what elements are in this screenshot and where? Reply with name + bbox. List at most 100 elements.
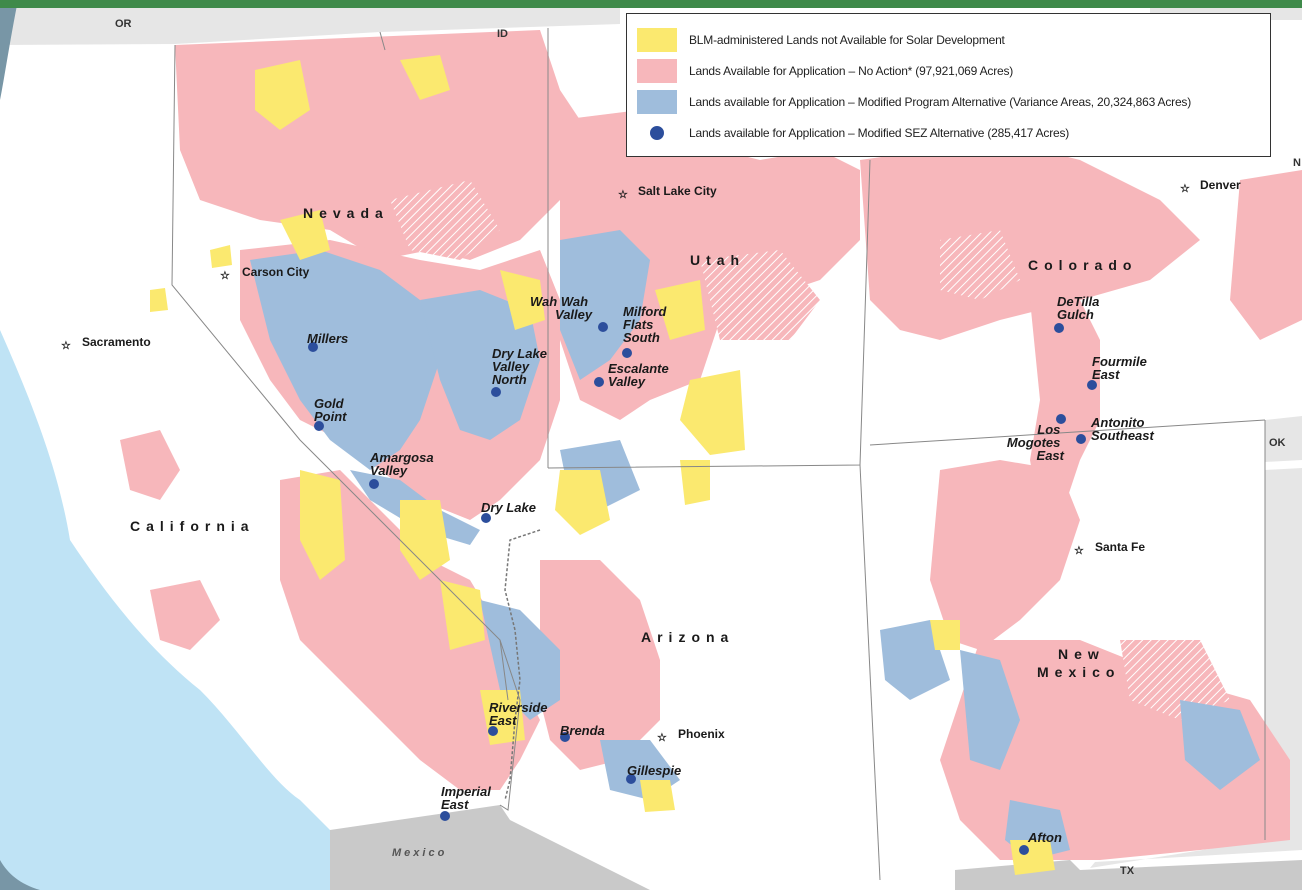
sez-label-line: Valley — [608, 374, 646, 389]
sez-label-gold-point: Gold Point — [314, 396, 347, 424]
sez-dot-gillespie — [626, 774, 636, 784]
city-label: Phoenix — [678, 727, 725, 741]
sez-dot-brenda — [560, 732, 570, 742]
legend-dot-wrap — [637, 121, 677, 145]
sez-label-line: Flats — [623, 317, 653, 332]
sez-label-dry-lake-north: Dry Lake Valley North — [492, 346, 551, 387]
sez-label-millers: Millers — [307, 331, 348, 346]
label-id: ID — [497, 28, 508, 40]
oregon-idaho-strip — [0, 8, 1302, 45]
sez-label-line: Amargosa — [369, 450, 434, 465]
city-label: Sacramento — [82, 335, 151, 349]
star-icon: ☆ — [220, 270, 230, 282]
sez-dot-dry-lake — [481, 513, 491, 523]
pacific-ocean — [0, 330, 340, 890]
sez-dot-amargosa — [369, 479, 379, 489]
sez-label-line: Valley — [555, 307, 593, 322]
sez-label-milford: Milford Flats South — [623, 304, 670, 345]
not-available-lands — [150, 55, 1055, 875]
sez-dot-los-mogotes — [1056, 414, 1066, 424]
sez-label-line: Imperial — [441, 784, 491, 799]
state-nevada: Nevada — [303, 205, 389, 221]
sez-label-gillespie: Gillespie — [627, 763, 681, 778]
sez-dot-imperial — [440, 811, 450, 821]
hatched-lands — [390, 180, 1230, 720]
star-icon: ☆ — [1074, 545, 1084, 557]
sez-label-line: Gold — [314, 396, 345, 411]
sez-label-line: South — [623, 330, 660, 345]
sez-label-line: Escalante — [608, 361, 669, 376]
sez-label-line: East — [1092, 367, 1120, 382]
sez-label-amargosa: Amargosa Valley — [369, 450, 437, 478]
state-borders — [171, 28, 1266, 881]
sez-label-line: Fourmile — [1092, 354, 1147, 369]
sez-label-escalante: Escalante Valley — [608, 361, 672, 389]
city-phoenix: ☆ Phoenix — [657, 727, 725, 744]
city-label: Salt Lake City — [638, 184, 717, 198]
sez-label-line: DeTilla — [1057, 294, 1099, 309]
sez-dot-gold-point — [314, 421, 324, 431]
legend-item-sez: Lands available for Application – Modifi… — [637, 117, 1270, 148]
sez-label-dry-lake: Dry Lake — [481, 500, 536, 515]
legend-item-no-action: Lands Available for Application – No Act… — [637, 55, 1270, 86]
legend-item-program-alt: Lands available for Application – Modifi… — [637, 86, 1270, 117]
legend-swatch-blue — [637, 89, 677, 114]
legend-dot-icon — [650, 125, 664, 140]
sez-label-line: Southeast — [1091, 428, 1155, 443]
sez-label-antonito: Antonito Southeast — [1090, 415, 1155, 443]
left-frame-bottom — [0, 860, 40, 890]
state-california: California — [130, 518, 255, 534]
state-colorado: Colorado — [1028, 257, 1137, 273]
label-mexico: Mexico — [392, 847, 447, 859]
sez-label-riverside: Riverside East — [489, 700, 551, 728]
top-green-bar — [0, 0, 1302, 8]
city-denver: ☆ Denver — [1180, 178, 1241, 195]
star-icon: ☆ — [1180, 183, 1190, 195]
sez-label-line: Gulch — [1057, 307, 1094, 322]
state-arizona: Arizona — [641, 629, 734, 645]
sez-dot-milford — [622, 348, 632, 358]
star-icon: ☆ — [61, 340, 71, 352]
star-icon: ☆ — [618, 189, 628, 201]
city-carson: ☆ Carson City — [220, 265, 310, 282]
sez-label-line: Riverside — [489, 700, 548, 715]
sez-dot-antonito — [1076, 434, 1086, 444]
sez-label-brenda: Brenda — [560, 723, 605, 738]
sez-label-los-mogotes: Los Mogotes East — [1007, 422, 1065, 463]
star-icon: ☆ — [657, 732, 667, 744]
state-new-mexico-line2: Mexico — [1037, 664, 1120, 680]
label-ok: OK — [1269, 437, 1286, 449]
state-new-mexico-line1: New — [1058, 646, 1105, 662]
sez-label-detilla: DeTilla Gulch — [1057, 294, 1103, 322]
city-label: Carson City — [242, 265, 310, 279]
sez-dot-escalante — [594, 377, 604, 387]
sez-label-fourmile: Fourmile East — [1092, 354, 1151, 382]
legend-swatch-pink — [637, 58, 677, 83]
sez-dots — [308, 322, 1097, 855]
sez-label-line: Dry Lake — [492, 346, 547, 361]
sez-dot-wah-wah — [598, 322, 608, 332]
sez-label-line: Los — [1037, 422, 1060, 437]
legend-label: Lands Available for Application – No Act… — [689, 63, 1014, 78]
label-ne: N — [1293, 157, 1301, 169]
city-salt-lake: ☆ Salt Lake City — [618, 184, 717, 201]
label-or: OR — [115, 18, 132, 30]
city-label: Santa Fe — [1095, 540, 1145, 554]
sez-label-line: North — [492, 372, 527, 387]
sez-label-line: East — [441, 797, 469, 812]
city-santa-fe: ☆ Santa Fe — [1074, 540, 1145, 557]
legend-swatch-yellow — [637, 27, 677, 52]
sez-label-line: Valley — [370, 463, 408, 478]
state-utah: Utah — [690, 252, 745, 268]
sez-label-line: East — [1037, 448, 1065, 463]
sez-label-line: Wah Wah — [530, 294, 588, 309]
sez-dot-afton — [1019, 845, 1029, 855]
sez-label-line: Milford — [623, 304, 667, 319]
legend-label: Lands available for Application – Modifi… — [689, 125, 1070, 140]
program-alt-lands — [250, 230, 1260, 860]
sez-dot-millers — [308, 342, 318, 352]
oklahoma-region — [1265, 416, 1302, 462]
sez-dot-fourmile — [1087, 380, 1097, 390]
sez-label-line: Valley — [492, 359, 530, 374]
sez-dot-detilla — [1054, 323, 1064, 333]
